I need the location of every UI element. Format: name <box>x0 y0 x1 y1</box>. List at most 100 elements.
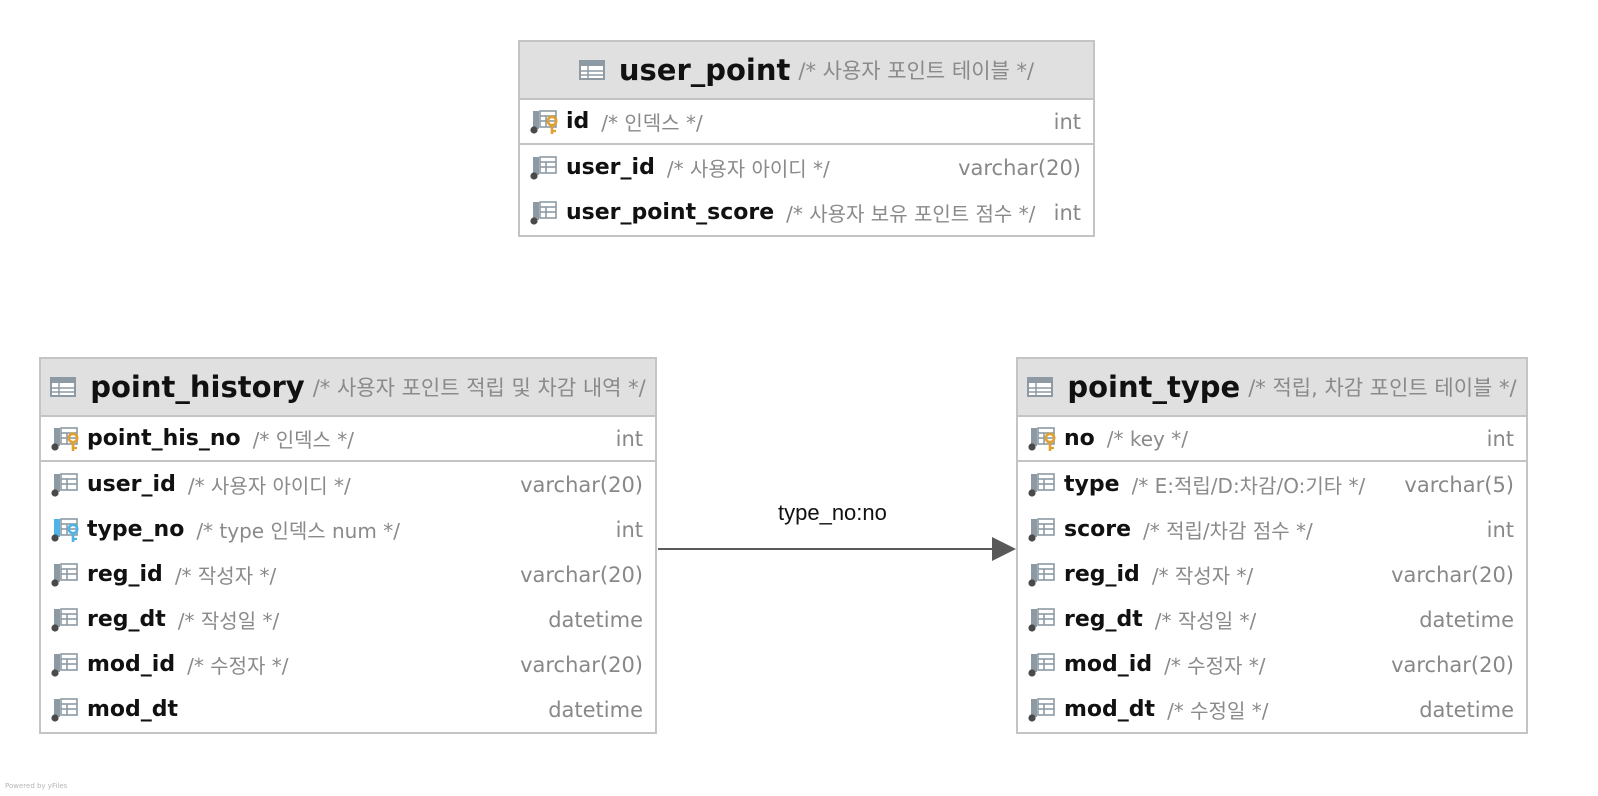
column-type: int <box>1486 426 1514 451</box>
primary-key-icon <box>51 426 79 451</box>
column-name: point_his_no <box>87 426 241 451</box>
column-row-user-id[interactable]: user_id /* 사용자 아이디 */ varchar(20) <box>520 145 1093 190</box>
column-row-type-no[interactable]: type_no /* type 인덱스 num */ int <box>41 507 655 552</box>
column-comment: /* 사용자 보유 포인트 점수 */ <box>786 202 1036 226</box>
column-name: id <box>566 109 590 134</box>
column-row-reg-id[interactable]: reg_id /* 작성자 */ varchar(20) <box>41 552 655 597</box>
column-type: int <box>1486 517 1514 542</box>
column-row-mod-dt[interactable]: mod_dt datetime <box>41 687 655 732</box>
column-comment: /* 적립/차감 점수 */ <box>1143 519 1313 543</box>
table-icon <box>578 60 605 80</box>
column-type: datetime <box>548 607 643 632</box>
column-comment: /* 수정자 */ <box>1164 654 1266 678</box>
column-icon <box>1028 652 1055 677</box>
table-comment: /* 사용자 포인트 적립 및 차감 내역 */ <box>312 376 646 400</box>
column-icon <box>1028 517 1055 542</box>
column-row-point-his-no[interactable]: point_his_no /* 인덱스 */ int <box>41 417 655 462</box>
table-point-type[interactable]: point_type /* 적립, 차감 포인트 테이블 */ no /* key… <box>1016 357 1528 734</box>
column-icon <box>51 652 78 677</box>
column-row-mod-id[interactable]: mod_id /* 수정자 */ varchar(20) <box>1018 642 1526 687</box>
column-name: mod_id <box>1064 652 1153 677</box>
column-type: varchar(20) <box>1391 652 1514 677</box>
column-comment: /* 작성일 */ <box>1154 609 1257 633</box>
table-name: point_history <box>90 370 305 404</box>
column-row-mod-id[interactable]: mod_id/* 수정자 */varchar(20) <box>41 642 655 687</box>
table-header[interactable]: point_history /* 사용자 포인트 적립 및 차감 내역 */ <box>41 359 655 417</box>
table-comment: /* 적립, 차감 포인트 테이블 */ <box>1248 376 1517 400</box>
table-comment: /* 사용자 포인트 테이블 */ <box>798 59 1035 83</box>
column-comment: /* 사용자 아이디 */ <box>187 474 351 498</box>
column-name: score <box>1064 517 1132 542</box>
column-icon <box>1028 697 1055 722</box>
table-user-point[interactable]: user_point /* 사용자 포인트 테이블 */ id /* 인덱스 */… <box>518 40 1095 237</box>
column-row-mod-dt[interactable]: mod_dt/* 수정일 */datetime <box>1018 687 1526 732</box>
column-comment: /* 작성자 */ <box>1151 564 1254 588</box>
column-name: mod_dt <box>1064 697 1156 722</box>
column-type: varchar(20) <box>958 155 1081 180</box>
column-name: user_id <box>566 155 655 180</box>
foreign-key-icon <box>51 517 79 542</box>
relationship-label: type_no:no <box>778 500 887 525</box>
primary-key-icon <box>1028 426 1056 451</box>
column-comment: /* key */ <box>1106 426 1188 451</box>
column-name: user_id <box>87 472 176 497</box>
column-type: varchar(5) <box>1404 472 1514 497</box>
column-icon <box>530 155 557 180</box>
column-comment: /* type 인덱스 num */ <box>196 519 400 543</box>
column-row-type[interactable]: type /* E:적립/D:차감/O:기타 */ varchar(5) <box>1018 462 1526 507</box>
column-row-id[interactable]: id /* 인덱스 */ int <box>520 100 1093 145</box>
column-type: varchar(20) <box>1391 562 1514 587</box>
column-icon <box>1028 607 1055 632</box>
column-type: datetime <box>548 697 643 722</box>
column-row-user-point-score[interactable]: user_point_score /* 사용자 보유 포인트 점수 */ int <box>520 190 1093 235</box>
primary-key-icon <box>530 109 558 134</box>
column-icon <box>51 472 78 497</box>
column-icon <box>530 200 557 225</box>
column-name: mod_id <box>87 652 176 677</box>
column-row-no[interactable]: no /* key */ int <box>1018 417 1526 462</box>
watermark: Powered by yFiles <box>5 782 68 790</box>
column-name: type <box>1064 472 1120 497</box>
arrowhead-icon <box>992 537 1016 561</box>
column-comment: /* 수정자 */ <box>187 654 289 678</box>
table-icon <box>1027 377 1054 397</box>
column-type: int <box>1053 109 1081 134</box>
column-comment: /* 인덱스 */ <box>601 111 703 135</box>
column-type: varchar(20) <box>520 472 643 497</box>
column-row-reg-dt[interactable]: reg_dt /* 작성일 */ datetime <box>1018 597 1526 642</box>
column-type: int <box>615 426 643 451</box>
column-name: reg_dt <box>87 607 166 632</box>
column-comment: /* 작성자 */ <box>174 564 277 588</box>
column-icon <box>1028 562 1055 587</box>
column-name: no <box>1064 426 1095 451</box>
column-icon <box>51 697 78 722</box>
column-comment: /* 인덱스 */ <box>252 428 355 452</box>
column-type: int <box>615 517 643 542</box>
table-name: point_type <box>1067 370 1241 404</box>
column-row-score[interactable]: score /* 적립/차감 점수 */ int <box>1018 507 1526 552</box>
table-name: user_point <box>618 53 791 87</box>
column-name: type_no <box>87 517 185 542</box>
column-icon <box>1028 472 1055 497</box>
column-comment: /* 작성일 */ <box>177 609 280 633</box>
table-header[interactable]: user_point /* 사용자 포인트 테이블 */ <box>520 42 1093 100</box>
column-comment: /* E:적립/D:차감/O:기타 */ <box>1131 474 1366 498</box>
column-type: varchar(20) <box>520 562 643 587</box>
column-type: int <box>1053 200 1081 225</box>
column-type: datetime <box>1419 607 1514 632</box>
table-header[interactable]: point_type /* 적립, 차감 포인트 테이블 */ <box>1018 359 1526 417</box>
column-name: reg_dt <box>1064 607 1143 632</box>
column-name: mod_dt <box>87 697 179 722</box>
column-row-reg-dt[interactable]: reg_dt /* 작성일 */ datetime <box>41 597 655 642</box>
column-comment: /* 사용자 아이디 */ <box>666 157 830 181</box>
column-name: reg_id <box>87 562 163 587</box>
column-row-reg-id[interactable]: reg_id/* 작성자 */varchar(20) <box>1018 552 1526 597</box>
column-type: datetime <box>1419 697 1514 722</box>
table-point-history[interactable]: point_history /* 사용자 포인트 적립 및 차감 내역 */ p… <box>39 357 657 734</box>
column-icon <box>51 607 78 632</box>
column-icon <box>51 562 78 587</box>
column-row-user-id[interactable]: user_id /* 사용자 아이디 */ varchar(20) <box>41 462 655 507</box>
column-name: user_point_score <box>566 200 775 225</box>
table-icon <box>50 377 77 397</box>
